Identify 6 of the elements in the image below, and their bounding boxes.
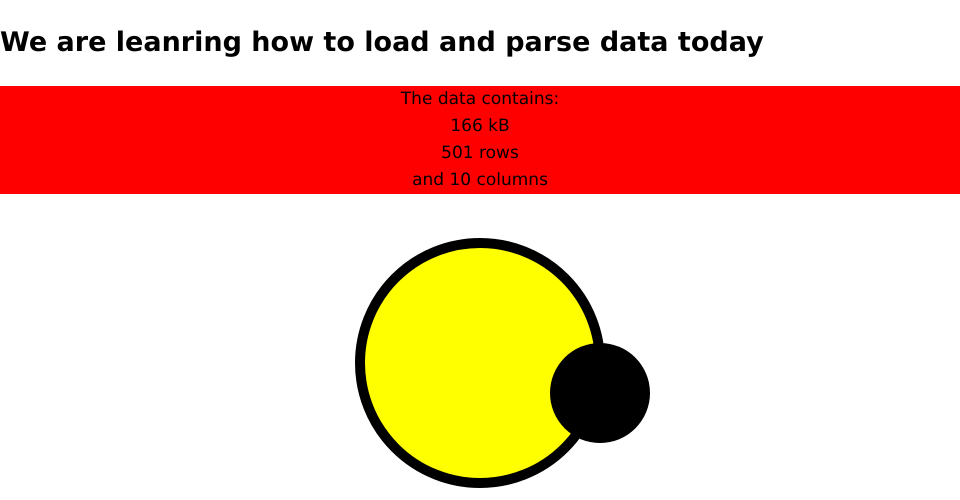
- banner-text: 501 rows: [441, 142, 519, 165]
- banner-text: and 10 columns: [412, 169, 548, 192]
- title: We are leanring how to load and parse data today: [0, 26, 764, 60]
- banner-text: 166 kB: [450, 115, 510, 138]
- banner-text: The data contains:: [400, 88, 560, 111]
- banner: [0, 86, 960, 194]
